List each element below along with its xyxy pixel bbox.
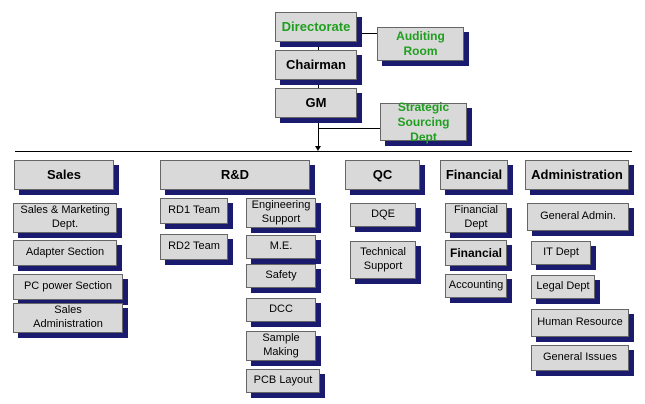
strategic-sourcing-box: Strategic Sourcing Dept [380,100,467,144]
sales-item: Sales Administration [13,303,123,333]
rd-team: RD2 Team [160,234,228,260]
qc-header: QC [345,160,420,190]
qc-item-label: Technical Support [360,246,406,272]
admin-item: Legal Dept [531,275,595,299]
rd-item-label: M.E. [269,240,293,253]
chairman-label: Chairman [286,56,346,72]
chairman-box: Chairman [275,50,357,80]
admin-item-label: General Issues [543,351,617,364]
rd-team-label: RD1 Team [168,204,220,217]
sales-item: Sales & Marketing Dept. [13,203,117,233]
sales-item: Adapter Section [13,240,117,266]
administration-header: Administration [525,160,629,190]
connector-line [318,80,319,88]
admin-item: General Admin. [527,203,629,231]
arrow-icon [315,146,321,151]
sales-item-label: Sales Administration [33,304,103,330]
connector-line [318,118,319,148]
rd-item: PCB Layout [246,369,320,393]
qc-item: DQE [350,203,416,227]
qc-item-label: DQE [371,208,395,221]
financial-item: Accounting [445,274,507,298]
admin-item: General Issues [531,345,629,371]
connector-line [318,42,319,50]
admin-item-label: Legal Dept [536,280,590,293]
rd-team: RD1 Team [160,198,228,224]
admin-item-label: IT Dept [543,246,579,259]
directorate-label: Directorate [281,18,351,34]
rd-item-label: DCC [269,303,293,316]
admin-item-label: Human Resource [537,316,623,329]
qc-item: Technical Support [350,241,416,279]
financial-item: Financial Dept [445,203,507,233]
auditing-room-label: Auditing Room [396,29,445,58]
rd-item: DCC [246,298,316,322]
financial-item-label: Financial Dept [453,204,499,230]
sales-title: Sales [47,166,81,182]
financial-header: Financial [440,160,508,190]
sales-item-label: Sales & Marketing Dept. [20,204,110,230]
rd-item-label: PCB Layout [253,374,313,387]
directorate-box: Directorate [275,12,357,42]
rd-team-label: RD2 Team [168,240,220,253]
financial-item-label: Accounting [448,279,504,292]
rd-item: M.E. [246,235,316,259]
rd-header: R&D [160,160,310,190]
rd-item-label: Engineering Support [251,199,311,225]
rd-item: Engineering Support [246,198,316,228]
rd-item: Safety [246,264,316,288]
administration-title: Administration [531,166,623,182]
qc-title: QC [372,166,393,182]
financial-title: Financial [445,166,503,182]
sales-item-label: Adapter Section [25,246,105,259]
sales-header: Sales [14,160,114,190]
sales-item-label: PC power Section [23,280,113,293]
admin-item: IT Dept [531,241,591,265]
rd-title: R&D [220,166,250,182]
gm-box: GM [275,88,357,118]
connector-line [318,128,380,129]
financial-item: Financial [445,240,507,266]
connector-line [15,151,632,152]
rd-item-label: Sample Making [262,332,300,358]
gm-label: GM [305,94,327,110]
rd-item: Sample Making [246,331,316,361]
sales-item: PC power Section [13,274,123,300]
rd-item-label: Safety [265,269,297,282]
admin-item: Human Resource [531,309,629,337]
financial-item-label: Financial [449,245,502,260]
strategic-sourcing-label: Strategic Sourcing Dept [397,99,450,144]
admin-item-label: General Admin. [540,210,616,223]
auditing-room-box: Auditing Room [377,27,464,61]
